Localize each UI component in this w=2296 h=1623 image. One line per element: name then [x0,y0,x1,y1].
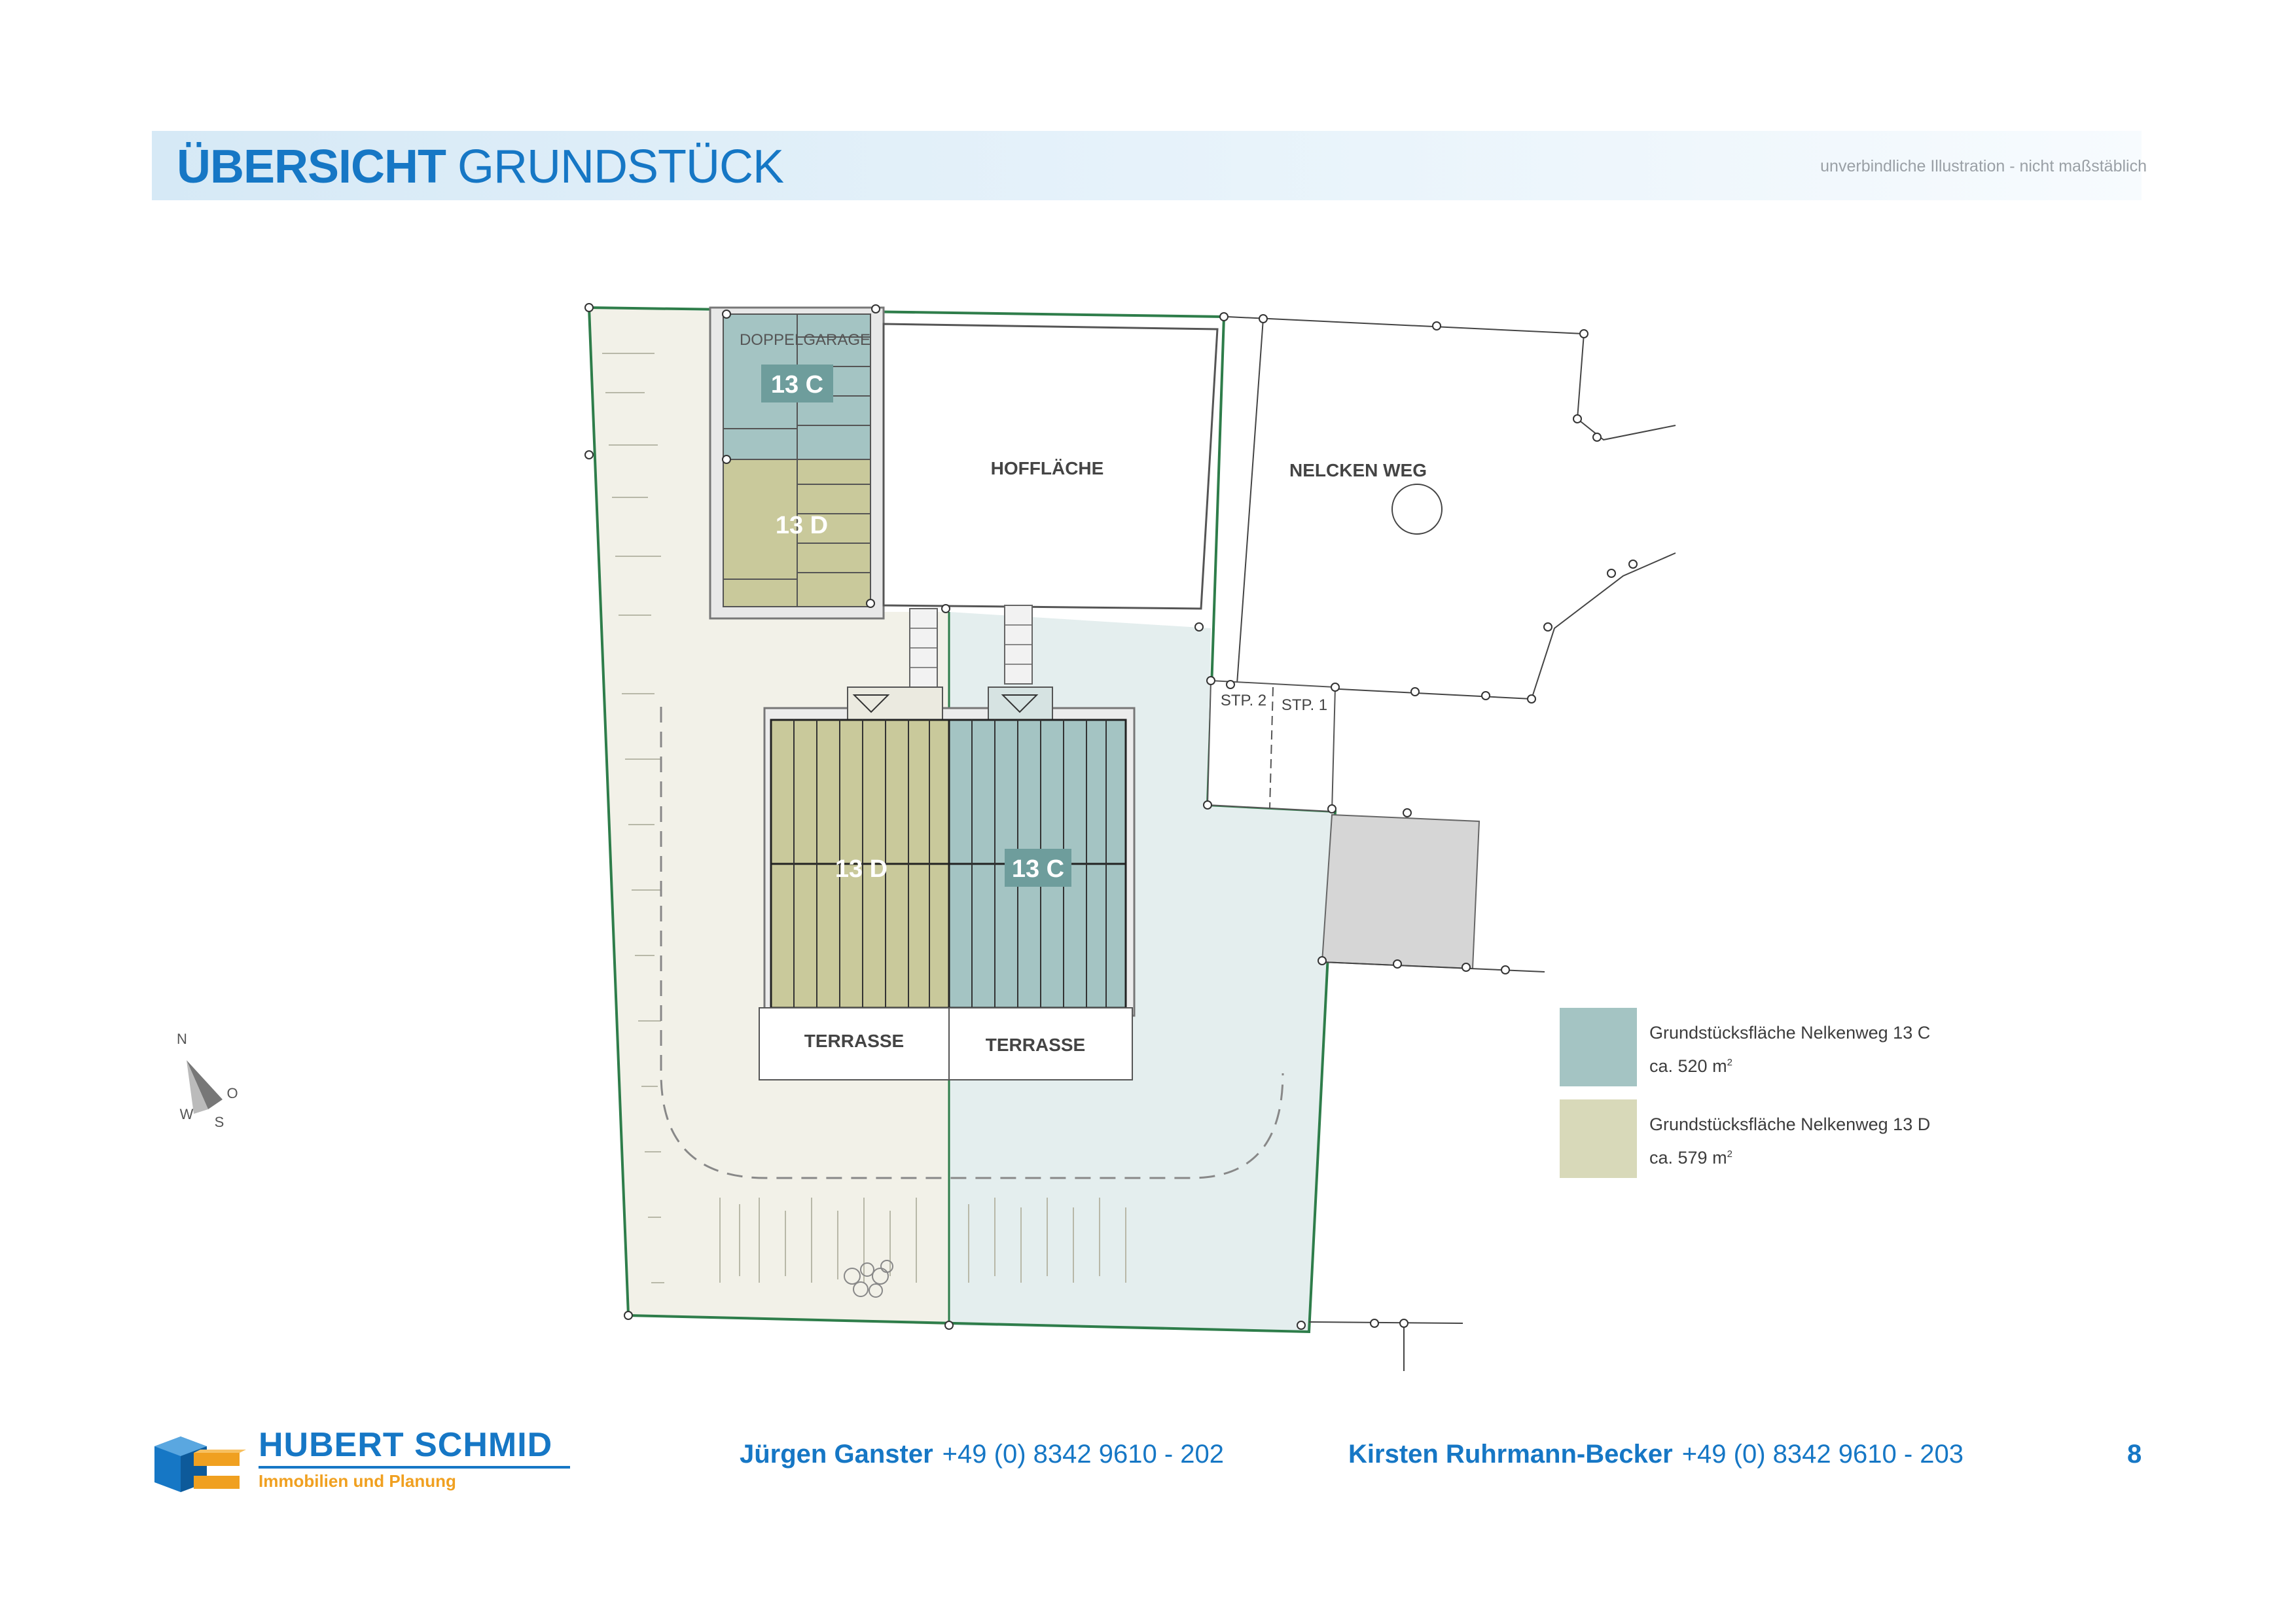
edge-hatch-bottom [719,1198,1126,1283]
brand-divider [259,1466,570,1469]
street-edge [1236,318,1264,685]
survey-points [584,303,1638,1330]
house-13d-label: 13 D [835,855,888,883]
neighbor-building [1321,813,1480,970]
compass-o: O [226,1085,238,1101]
stp2-label: STP. 2 [1221,692,1266,709]
south-boundary-ext [1308,1321,1463,1324]
contact-1: Jürgen Ganster +49 (0) 8342 9610 - 202 [740,1440,1224,1469]
brand-subtitle: Immobilien und Planung [259,1471,456,1491]
street-outline-south [1236,552,1676,700]
edge-hatch-left [602,353,664,1283]
legend-label-13c: Grundstücksfläche Nelkenweg 13 C [1649,1023,1931,1043]
driveway-dashed [660,707,1284,1179]
street-outline [1227,316,1676,441]
hofflaeche-area [882,323,1219,610]
contact-1-name: Jürgen Ganster [740,1440,933,1469]
contact-2-phone[interactable]: +49 (0) 8342 9610 - 203 [1681,1440,1964,1469]
step-lines [910,624,1032,668]
terrasse-left-label: TERRASSE [804,1031,904,1051]
house-13c-label: 13 C [1012,855,1064,883]
contact-2: Kirsten Ruhrmann-Becker +49 (0) 8342 9610… [1348,1440,1964,1469]
contact-2-name: Kirsten Ruhrmann-Becker [1348,1440,1673,1469]
turning-circle [1391,484,1443,535]
legend-text-13d: Grundstücksfläche Nelkenweg 13 D ca. 579… [1649,1109,1930,1173]
legend-area-13d: ca. 579 m2 [1649,1148,1732,1168]
title-light: GRUNDSTÜCK [457,141,784,193]
entrance-13c [988,687,1053,721]
garage-13c-badge [761,365,833,402]
terrasse-13c [948,1007,1133,1080]
title-bold: ÜBERSICHT [177,141,446,193]
house-13c-badge [1005,849,1071,887]
legend-area-13c: ca. 520 m2 [1649,1056,1732,1076]
stp1-label: STP. 1 [1282,696,1327,714]
contact-1-phone[interactable]: +49 (0) 8342 9610 - 202 [942,1440,1224,1469]
compass-w: W [180,1106,194,1122]
doppelgarage-label: DOPPELGARAGE [740,331,870,349]
legend-swatch-13d [1560,1099,1637,1178]
garage-13c-label: 13 C [771,371,823,399]
legend-text-13c: Grundstücksfläche Nelkenweg 13 C ca. 520… [1649,1018,1930,1081]
street-label: NELCKEN WEG [1289,460,1427,480]
disclaimer: unverbindliche Illustration - nicht maßs… [1820,157,2147,175]
parking-divider [1269,687,1274,809]
terrasse-right-label: TERRASSE [986,1035,1085,1055]
legend-label-13d: Grundstücksfläche Nelkenweg 13 D [1649,1115,1931,1134]
company-logo-icon [154,1436,246,1492]
header-band [152,131,2142,200]
hofflaeche-label: HOFFLÄCHE [991,458,1104,478]
compass-s: S [215,1114,224,1130]
roof-panel-lines [793,720,1107,1008]
entrance-13d-arrow [852,694,890,713]
legend-swatch-13c [1560,1008,1637,1086]
entrance-13c-arrow [1001,694,1039,713]
compass-icon: N O W S [177,1031,238,1130]
page-number: 8 [2127,1440,2142,1469]
garage-13d-label: 13 D [776,512,828,539]
shrubs [844,1260,893,1298]
brand-name: HUBERT SCHMID [259,1426,553,1464]
compass-n: N [177,1031,187,1047]
